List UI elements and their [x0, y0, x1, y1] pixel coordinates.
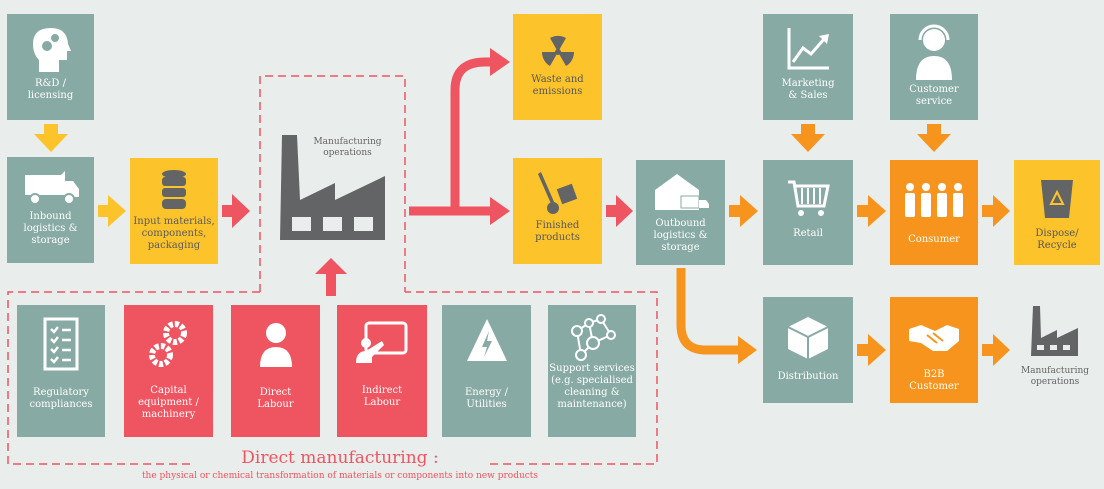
truck-icon	[24, 171, 79, 205]
finished-label: Finished products	[535, 220, 580, 243]
arrow-finished-to-outbound	[606, 195, 633, 227]
arrow-rnd-to-inbound	[34, 124, 68, 152]
manufacturing-dashed-frame	[259, 75, 406, 292]
factory-icon	[280, 135, 385, 240]
handshake-icon	[909, 325, 959, 351]
presenter-icon	[356, 321, 408, 363]
arrow-input-to-manufacturing	[222, 194, 250, 228]
outbound-label: Outbound logistics & storage	[653, 218, 708, 253]
arrowhead-to-finished	[490, 197, 510, 225]
retail-box: Retail	[763, 160, 853, 265]
recycle-bin-icon	[1041, 180, 1073, 218]
input-support-label: Support services (e.g. specialised clean…	[549, 363, 635, 410]
box-icon	[787, 317, 829, 359]
arrow-distribution-to-b2b	[857, 334, 886, 366]
retail-label: Retail	[793, 228, 823, 239]
distribution-label: Distribution	[777, 371, 839, 382]
head-gears-icon	[32, 28, 71, 72]
arrow-outbound-to-distribution	[676, 268, 740, 355]
arrowhead-to-waste	[490, 48, 510, 76]
warehouse-truck-icon	[654, 174, 709, 210]
people-icon	[905, 183, 963, 217]
input-energy: Energy / Utilities	[442, 305, 531, 437]
dispose-box: Dispose/ Recycle	[1014, 160, 1100, 265]
arrow-b2b-to-manufacturing	[982, 334, 1010, 366]
input-direct-labour-label: Direct Labour	[257, 387, 294, 410]
manufacturing-end-label: Manufacturing operations	[1020, 366, 1090, 387]
person-icon	[259, 323, 292, 367]
consumer-box: Consumer	[890, 160, 978, 265]
arrow-retail-to-consumer	[857, 195, 886, 227]
arrow-inbound-to-input	[98, 195, 126, 227]
b2b-label: B2B Customer	[909, 369, 959, 392]
arrow-consumer-to-dispose	[982, 195, 1010, 227]
marketing-label: Marketing & Sales	[781, 78, 835, 101]
input-indirect-labour: Indirect Labour	[337, 305, 427, 437]
direct-manufacturing-dashed-frame	[7, 291, 658, 465]
input-direct-labour: Direct Labour	[231, 305, 320, 437]
radiation-icon	[541, 35, 574, 66]
b2b-box: B2B Customer	[890, 297, 978, 403]
inbound-box: Inbound logistics & storage	[7, 157, 94, 263]
arrow-service-to-consumer	[917, 124, 951, 152]
input-label: Input materials, components, packaging	[133, 216, 215, 251]
finished-box: Finished products	[513, 158, 602, 264]
database-icon	[162, 170, 186, 209]
arrow-manufacturing-split	[409, 57, 492, 216]
arrowhead-to-distribution	[738, 336, 757, 364]
hand-truck-icon	[537, 172, 577, 214]
arrow-outbound-to-retail	[729, 195, 758, 227]
arrow-marketing-to-retail	[791, 124, 825, 152]
consumer-label: Consumer	[908, 234, 960, 245]
outbound-box: Outbound logistics & storage	[636, 160, 725, 265]
network-icon	[571, 314, 616, 361]
waste-label: Waste and emissions	[531, 74, 584, 97]
input-support: Support services (e.g. specialised clean…	[548, 305, 636, 437]
manufacturing-label: Manufacturing operations	[313, 137, 382, 158]
headset-icon	[916, 24, 952, 80]
input-capital-label: Capital equipment / machinery	[138, 385, 199, 420]
arrow-inputs-to-manufacturing	[315, 258, 347, 296]
input-regulatory-label: Regulatory compliances	[29, 387, 93, 410]
waste-box: Waste and emissions	[513, 14, 602, 120]
dispose-label: Dispose/ Recycle	[1035, 228, 1079, 251]
factory-small-icon	[1031, 306, 1078, 356]
rnd-label: R&D / licensing	[27, 78, 74, 101]
cart-icon	[788, 180, 830, 216]
rnd-box: R&D / licensing	[7, 14, 94, 120]
input-regulatory: Regulatory compliances	[17, 305, 105, 437]
input-indirect-labour-label: Indirect Labour	[361, 385, 403, 408]
chart-up-icon	[787, 28, 829, 70]
inbound-label: Inbound logistics & storage	[23, 211, 78, 246]
input-energy-label: Energy / Utilities	[464, 387, 509, 410]
marketing-box: Marketing & Sales	[763, 14, 853, 120]
direct-manufacturing-subtitle: the physical or chemical transformation …	[141, 471, 539, 481]
gears-icon	[148, 321, 187, 367]
customer-service-box: Customer service	[890, 14, 978, 120]
checklist-icon	[43, 317, 79, 371]
customer-service-label: Customer service	[909, 84, 959, 107]
input-box: Input materials, components, packaging	[130, 158, 218, 264]
distribution-box: Distribution	[763, 297, 853, 403]
direct-manufacturing-title: Direct manufacturing :	[190, 448, 490, 468]
input-capital: Capital equipment / machinery	[124, 305, 213, 437]
lightning-icon	[466, 319, 507, 361]
